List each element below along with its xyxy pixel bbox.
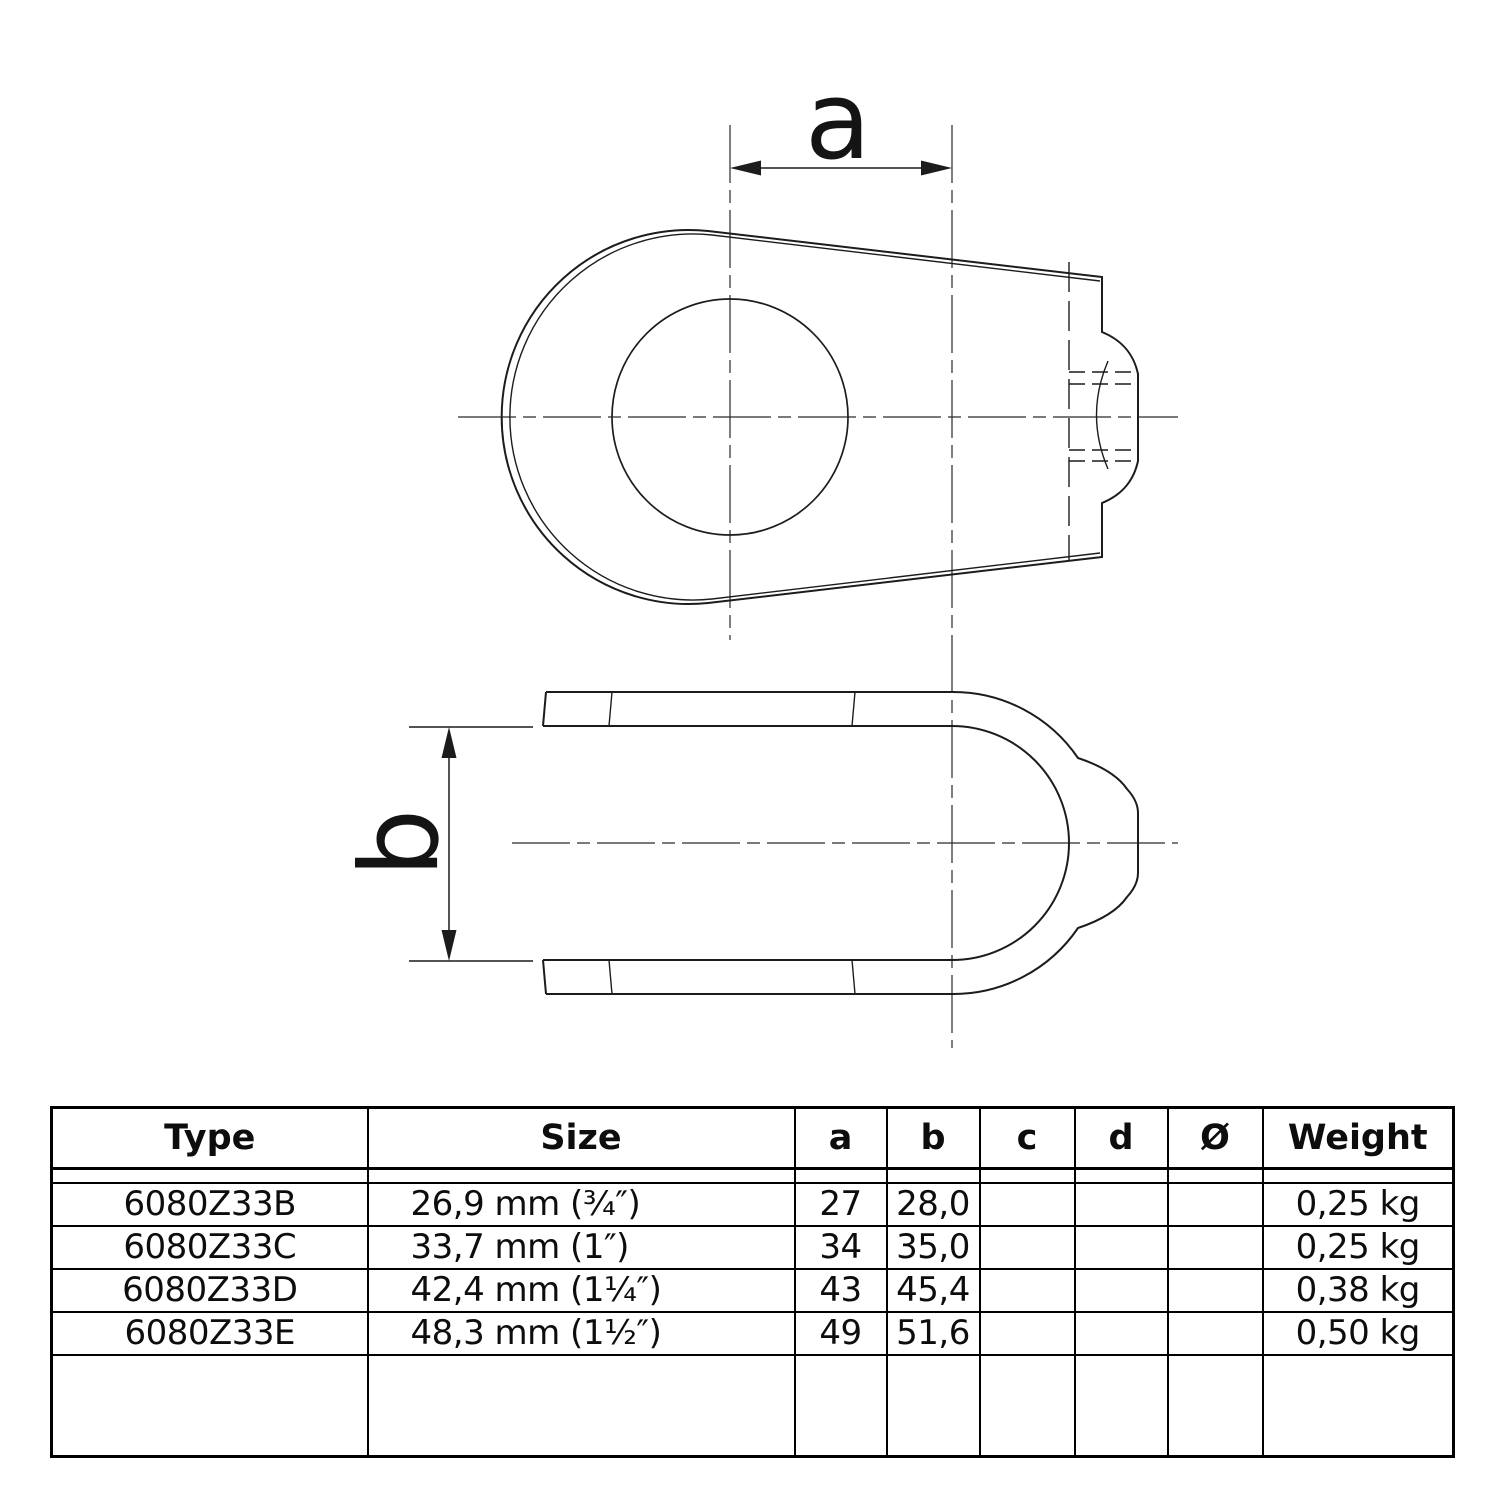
cell-type: 6080Z33C xyxy=(50,1224,369,1270)
dim-a-arrowhead-right xyxy=(921,160,952,176)
cell-d xyxy=(1073,1224,1169,1270)
cell-weight: 0,38 kg xyxy=(1261,1267,1455,1313)
side-view-bottom-strip-divider-2 xyxy=(851,959,856,995)
spacer-cell xyxy=(1166,1167,1264,1184)
side-view-outer-arc-with-boss xyxy=(951,690,1139,996)
cell-a: 43 xyxy=(793,1267,888,1313)
side-view-bottom-strip-left-end xyxy=(542,959,547,995)
cell-b: 51,6 xyxy=(885,1310,981,1356)
cell-type: 6080Z33D xyxy=(50,1267,369,1313)
top-view xyxy=(500,229,1139,605)
centerlines xyxy=(458,125,1178,1048)
cell-d xyxy=(1073,1310,1169,1356)
cell-d xyxy=(1073,1267,1169,1313)
top-view-inner-wall-line xyxy=(509,233,1101,601)
col-header-a: a xyxy=(793,1106,888,1170)
filler-cell xyxy=(793,1353,888,1458)
cell-size: 26,9 mm (¾″) xyxy=(366,1181,796,1227)
col-header-diameter: Ø xyxy=(1166,1106,1264,1170)
spec-table-header-row: Type Size a b c d Ø Weight xyxy=(50,1106,1455,1170)
cell-a: 49 xyxy=(793,1310,888,1356)
dim-b-arrowhead-bottom xyxy=(441,930,457,961)
filler-cell xyxy=(1073,1353,1169,1458)
table-spacer-row xyxy=(50,1167,1455,1184)
cell-weight: 0,25 kg xyxy=(1261,1181,1455,1227)
cell-b: 28,0 xyxy=(885,1181,981,1227)
cell-size: 48,3 mm (1½″) xyxy=(366,1310,796,1356)
table-row: 6080Z33D 42,4 mm (1¼″) 43 45,4 0,38 kg xyxy=(50,1267,1455,1313)
table-filler-row xyxy=(50,1353,1455,1458)
spacer-cell xyxy=(793,1167,888,1184)
cell-c xyxy=(978,1310,1076,1356)
side-view-top-strip-divider-2 xyxy=(851,691,856,727)
table-row: 6080Z33E 48,3 mm (1½″) 49 51,6 0,50 kg xyxy=(50,1310,1455,1356)
spacer-cell xyxy=(366,1167,796,1184)
cell-c xyxy=(978,1224,1076,1270)
cell-diameter xyxy=(1166,1181,1264,1227)
filler-cell xyxy=(978,1353,1076,1458)
cell-type: 6080Z33B xyxy=(50,1181,369,1227)
col-header-c: c xyxy=(978,1106,1076,1170)
bore-circle xyxy=(611,298,849,536)
col-header-d: d xyxy=(1073,1106,1169,1170)
spacer-cell xyxy=(50,1167,369,1184)
cell-weight: 0,50 kg xyxy=(1261,1310,1455,1356)
cell-diameter xyxy=(1166,1267,1264,1313)
table-row: 6080Z33B 26,9 mm (¾″) 27 28,0 0,25 kg xyxy=(50,1181,1455,1227)
filler-cell xyxy=(1261,1353,1455,1458)
spacer-cell xyxy=(1261,1167,1455,1184)
filler-cell xyxy=(1166,1353,1264,1458)
cell-a: 27 xyxy=(793,1181,888,1227)
dimension-b: b xyxy=(338,726,533,962)
dim-b-arrowhead-top xyxy=(441,727,457,758)
cell-b: 45,4 xyxy=(885,1267,981,1313)
side-view-top-strip-divider-1 xyxy=(608,691,613,727)
cell-size: 33,7 mm (1″) xyxy=(366,1224,796,1270)
cell-c xyxy=(978,1267,1076,1313)
cell-size: 42,4 mm (1¼″) xyxy=(366,1267,796,1313)
col-header-type: Type xyxy=(50,1106,369,1170)
table-row: 6080Z33C 33,7 mm (1″) 34 35,0 0,25 kg xyxy=(50,1224,1455,1270)
col-header-b: b xyxy=(885,1106,981,1170)
side-view-inner-arc xyxy=(951,725,1070,961)
dim-a-label: a xyxy=(805,59,871,184)
cell-diameter xyxy=(1166,1224,1264,1270)
cell-type: 6080Z33E xyxy=(50,1310,369,1356)
cell-d xyxy=(1073,1181,1169,1227)
dim-a-arrowhead-left xyxy=(730,160,761,176)
side-view xyxy=(542,690,1139,996)
filler-cell xyxy=(366,1353,796,1458)
cell-a: 34 xyxy=(793,1224,888,1270)
spacer-cell xyxy=(1073,1167,1169,1184)
screw-boss-ball-arc xyxy=(1095,360,1109,470)
filler-cell xyxy=(50,1353,369,1458)
col-header-weight: Weight xyxy=(1261,1106,1455,1170)
cell-c xyxy=(978,1181,1076,1227)
side-view-bottom-strip-divider-1 xyxy=(608,959,613,995)
col-header-size: Size xyxy=(366,1106,796,1170)
cell-weight: 0,25 kg xyxy=(1261,1224,1455,1270)
cell-diameter xyxy=(1166,1310,1264,1356)
dim-b-label: b xyxy=(338,809,463,878)
top-view-outer-outline xyxy=(500,229,1139,605)
side-view-top-strip-left-end xyxy=(542,691,547,727)
spec-table: Type Size a b c d Ø Weight 6080Z33B 26,9… xyxy=(50,1106,1455,1458)
filler-cell xyxy=(885,1353,981,1458)
spacer-cell xyxy=(978,1167,1076,1184)
spacer-cell xyxy=(885,1167,981,1184)
dimension-a: a xyxy=(730,59,952,184)
cell-b: 35,0 xyxy=(885,1224,981,1270)
